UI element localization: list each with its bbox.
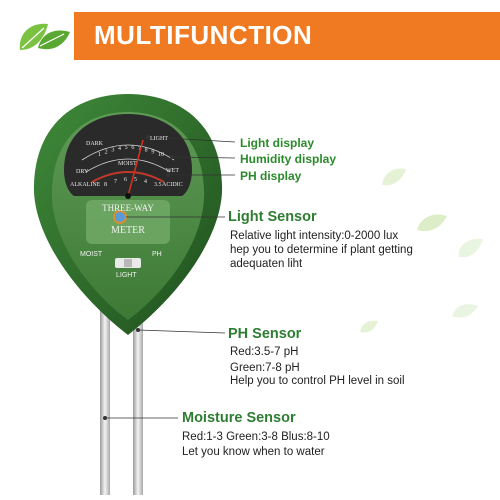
decorative-leaf-icon [458,238,483,258]
ph-sensor-line-1: Red:3.5-7 pH [230,346,299,358]
ph-sensor-title: PH Sensor [228,326,302,342]
left-probe [100,300,110,495]
banner-background [74,12,500,60]
light-sensor-line-2: hep you to determine if plant getting [230,244,413,256]
light-sensor-line-3: adequaten liht [230,258,303,270]
moisture-sensor-line-2: Let you know when to water [182,446,325,458]
dial-needle [127,139,144,197]
decorative-leaf-icon [360,320,378,333]
light-sensor-title: Light Sensor [228,209,317,225]
ph-display-label: PH display [240,169,302,183]
right-probe [133,315,143,495]
face-plate [86,200,170,244]
light-sensor-line-1: Relative light intensity:0-2000 lux [230,230,399,242]
humidity-display-label: Humidity display [240,152,337,166]
light-sensor-window [113,210,127,224]
decorative-leaf-icon [452,304,478,318]
moisture-sensor-title: Moisture Sensor [182,410,296,426]
leaf-logo-icon [19,23,70,50]
decorative-leaf-icon [417,214,447,232]
banner: MULTIFUNCTION [0,0,500,62]
moisture-sensor-line-1: Red:1-3 Green:3-8 Blus:8-10 [182,431,330,443]
ph-sensor-line-2: Green:7-8 pH [230,362,300,374]
ph-sensor-line-3: Help you to control PH level in soil [230,375,405,387]
dial-color-band [91,171,165,183]
dial-window [64,114,192,196]
decorative-leaf-icon [382,168,406,186]
light-display-label: Light display [240,136,315,150]
page-title: MULTIFUNCTION [94,20,313,50]
